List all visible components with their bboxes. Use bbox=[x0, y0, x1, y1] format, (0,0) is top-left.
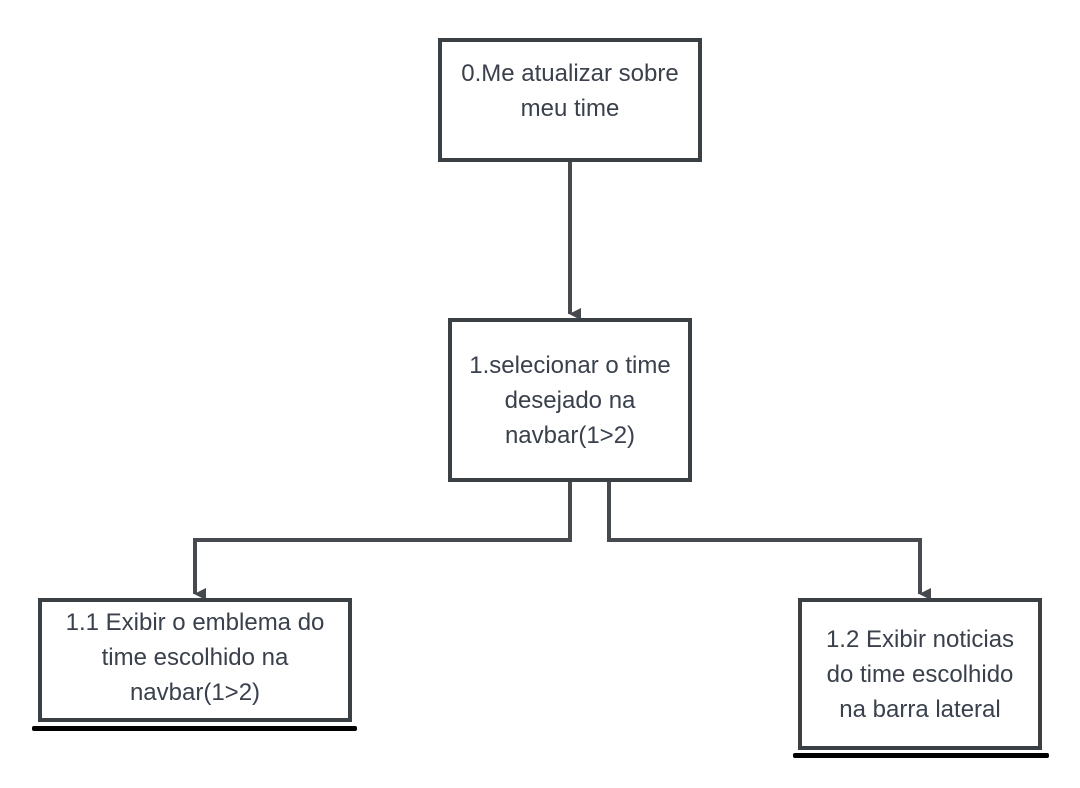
leaf-underline-emblem bbox=[32, 726, 357, 731]
node-show-emblem-label: 1.1 Exibir o emblema do time escolhido n… bbox=[65, 608, 325, 706]
node-show-news: 1.2 Exibir noticias do time escolhido na… bbox=[798, 598, 1042, 750]
node-root-label: 0.Me atualizar sobre meu time bbox=[461, 60, 679, 122]
node-show-emblem: 1.1 Exibir o emblema do time escolhido n… bbox=[38, 598, 352, 722]
leaf-underline-news bbox=[793, 753, 1049, 758]
node-root-update-team: 0.Me atualizar sobre meu time bbox=[438, 38, 702, 162]
node-show-news-label: 1.2 Exibir noticias do time escolhido na… bbox=[825, 625, 1015, 723]
node-select-team-label: 1.selecionar o time desejado na navbar(1… bbox=[469, 351, 671, 449]
connector-step1-to-step1-2 bbox=[607, 482, 931, 600]
connector-step1-to-step1-1 bbox=[193, 482, 572, 600]
node-select-team: 1.selecionar o time desejado na navbar(1… bbox=[448, 318, 692, 482]
